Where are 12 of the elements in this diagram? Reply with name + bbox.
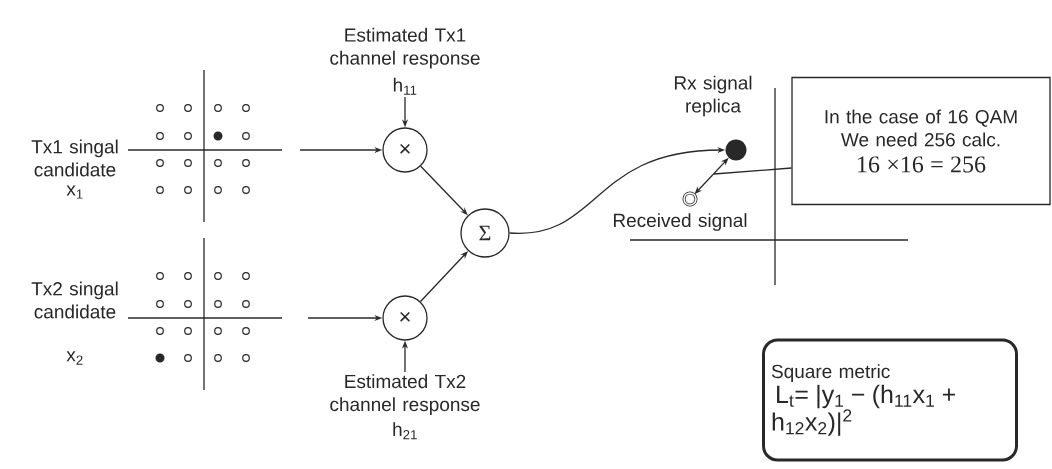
replica-point: [725, 139, 747, 161]
point-caption: Rx signal replica: [674, 75, 752, 117]
signal-label: Tx2 singal candidate: [31, 281, 118, 319]
received-point: [682, 191, 698, 207]
signal-label: x$_{1}$: [66, 185, 83, 199]
channel-label: Estimated Tx1 channel response h$_{11}$: [330, 27, 480, 95]
channel-label: Estimated Tx2 channel response h$_{21}$: [330, 374, 480, 440]
note-box: In the case of 16 QAM We need 256 calc. 16 ×16 = 256: [791, 76, 1051, 206]
signal-label: x$_{2}$: [66, 351, 83, 365]
point-caption: Received signal: [613, 213, 747, 231]
leader-line: [713, 167, 792, 175]
formula-box: Square metric L$_{t}$= |y$_{1}$ − (h$_{11}$x$_{1}$ + h$_{12}$x$_{2}$)|$^{2}$: [762, 338, 1018, 462]
